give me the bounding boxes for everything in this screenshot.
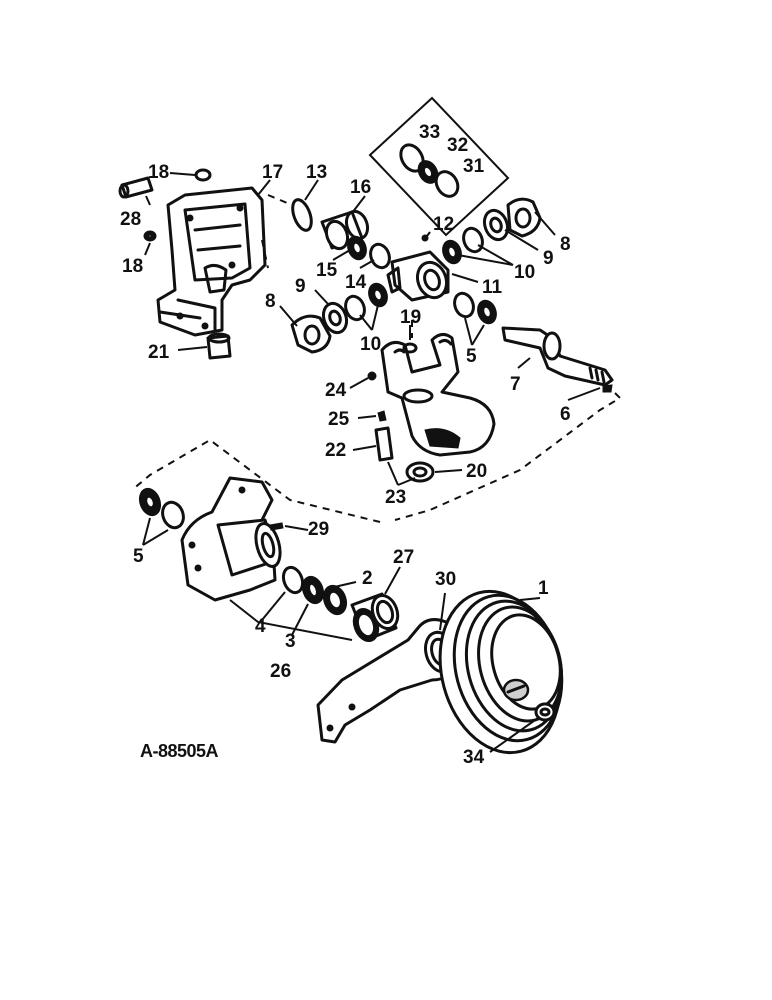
pulley-nut: [534, 702, 556, 722]
bearing-cone-shaft: [477, 299, 497, 325]
drive-yoke: [380, 333, 496, 457]
callout-27: 27: [393, 547, 414, 568]
bearing-cone-upper: [347, 235, 367, 261]
housing-pin: [118, 176, 154, 199]
bearing-cup-outer: [322, 584, 348, 616]
callout-5-lower: 5: [133, 546, 144, 567]
callout-labels: 1 2 3 4 5 5 6 7 8 8 9 9 10 10 11 12 13 1…: [120, 122, 571, 768]
callout-28: 28: [120, 209, 141, 230]
callout-31: 31: [463, 156, 485, 177]
small-pin: [377, 410, 387, 422]
bearing-cone-left: [368, 282, 388, 308]
callout-32: 32: [447, 135, 468, 156]
inset-detail-box: [368, 96, 510, 237]
shim-left: [321, 301, 349, 335]
set-screw: [421, 234, 429, 242]
bearing-cup-mid: [281, 565, 305, 595]
shaft-key: [602, 384, 613, 393]
yoke-bearing: [405, 461, 435, 483]
callout-22: 22: [325, 440, 346, 461]
callout-14: 14: [345, 272, 367, 293]
sheave-pulley: [438, 589, 564, 755]
callout-18-lower: 18: [122, 256, 143, 277]
bearing-cone-lower: [138, 487, 162, 517]
drive-housing: [180, 476, 282, 602]
grease-fitting: [367, 371, 377, 381]
callout-18-upper: 18: [148, 162, 169, 183]
housing-centerline-lower: [261, 239, 269, 269]
callout-8-left: 8: [265, 291, 276, 312]
bearing-cone-right: [442, 239, 462, 265]
callout-5-upper: 5: [466, 346, 477, 367]
callout-25: 25: [328, 409, 350, 430]
callout-4: 4: [255, 616, 266, 637]
lower-plug: [143, 230, 157, 242]
hub-sleeve: [350, 592, 400, 642]
callout-26: 26: [270, 661, 291, 682]
callout-19: 19: [400, 307, 421, 328]
retaining-ring: [291, 198, 313, 232]
callout-12: 12: [433, 214, 454, 235]
callout-15: 15: [316, 260, 338, 281]
callout-21: 21: [148, 342, 170, 363]
cover-plate-right: [506, 197, 542, 238]
callout-13: 13: [306, 162, 327, 183]
callout-17: 17: [262, 162, 283, 183]
assembly-dashed-line: [131, 392, 622, 523]
callout-24: 24: [325, 380, 347, 401]
cover-plate-left: [290, 314, 332, 354]
bearing-cup-left: [344, 294, 366, 322]
housing-centerline: [267, 194, 293, 206]
callout-30: 30: [435, 569, 456, 590]
bearing-cup-upper: [369, 242, 391, 270]
callout-9-right: 9: [543, 248, 554, 269]
roll-pin: [374, 426, 394, 462]
callout-20: 20: [466, 461, 487, 482]
bearing-cup-shaft: [453, 291, 475, 319]
callout-7: 7: [510, 374, 521, 395]
yoke-pin: [402, 342, 418, 354]
callout-29: 29: [308, 519, 329, 540]
housing-bushing: [206, 332, 232, 360]
callout-9-left: 9: [295, 276, 306, 297]
callout-1: 1: [538, 578, 549, 599]
bearing-cup-lower: [161, 500, 185, 530]
callout-23: 23: [385, 487, 406, 508]
callout-8-right: 8: [560, 234, 571, 255]
gear-housing: [156, 186, 267, 337]
callout-11: 11: [482, 277, 503, 298]
callout-2: 2: [362, 568, 373, 589]
callout-10-right: 10: [514, 262, 535, 283]
callout-33: 33: [419, 122, 440, 143]
housing-cap-screw: [269, 522, 284, 531]
upper-plug: [194, 168, 212, 182]
callout-16: 16: [350, 177, 371, 198]
callout-6: 6: [560, 404, 571, 425]
bearing-cup-right: [462, 226, 484, 254]
callout-3: 3: [285, 631, 296, 652]
callout-34: 34: [463, 747, 485, 768]
shim-right: [482, 208, 510, 242]
pinion-carrier: [386, 250, 450, 302]
pinion-shaft: [501, 326, 614, 387]
bearing-cone-mid: [301, 575, 325, 605]
callout-10-left: 10: [360, 334, 381, 355]
leader-lines: [142, 172, 601, 753]
drawing-reference-code: A-88505A: [140, 741, 219, 761]
